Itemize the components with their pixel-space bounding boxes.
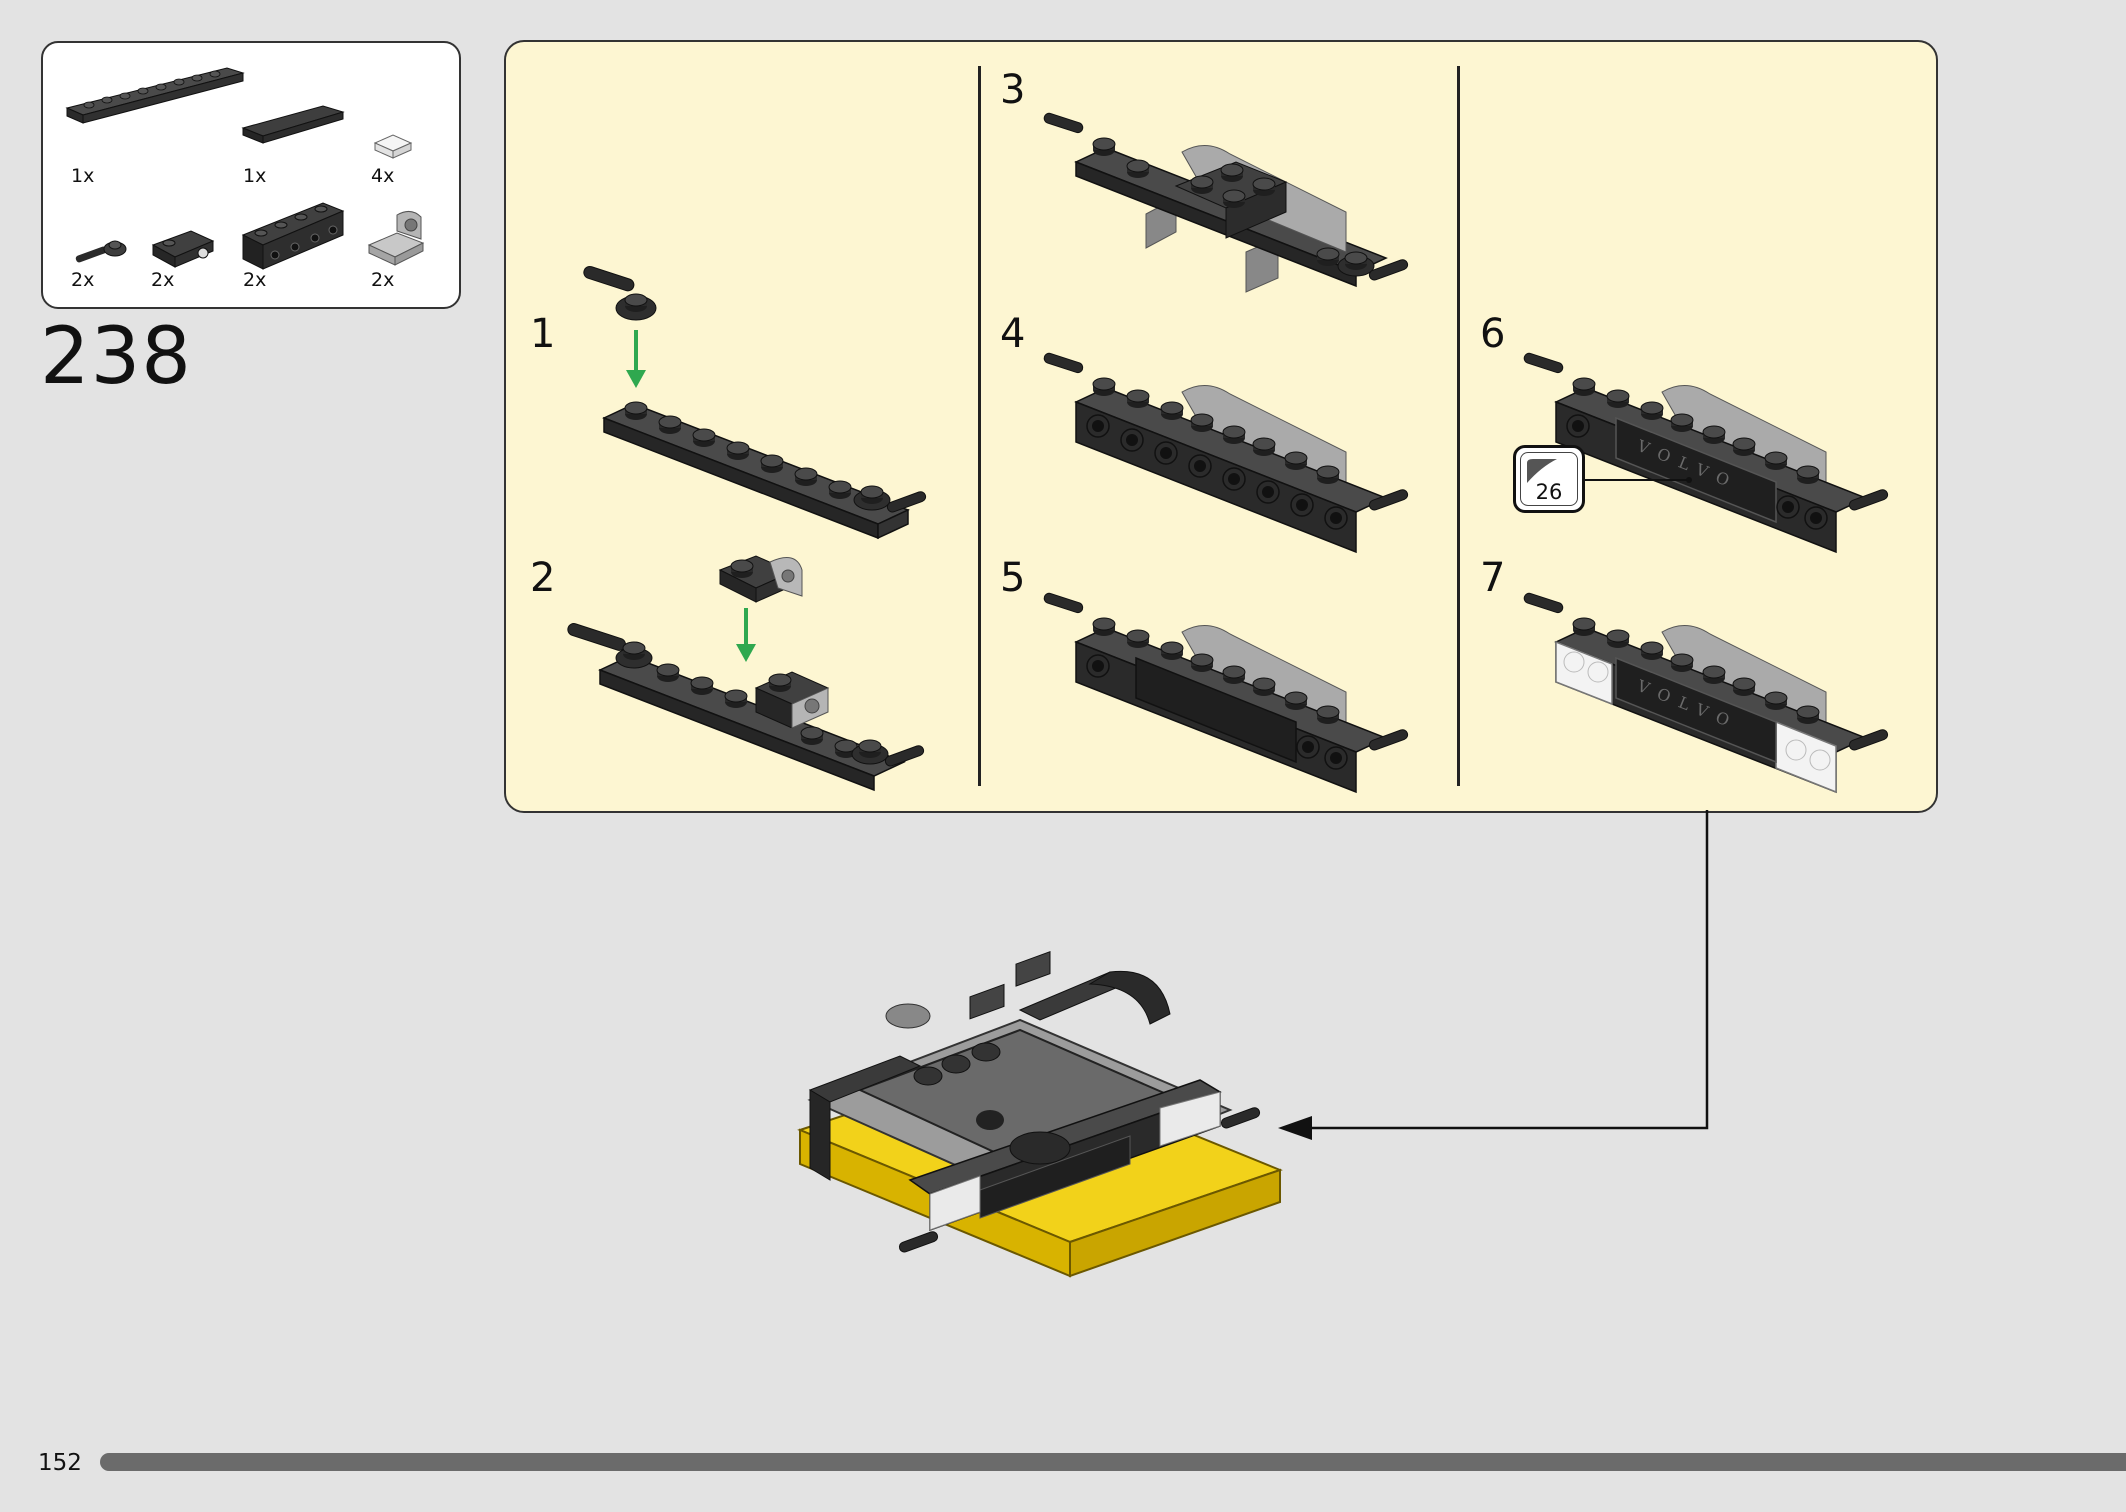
substep-number: 3	[1000, 67, 1026, 113]
part-qty: 1x	[71, 165, 95, 187]
technic-plate-1x8-icon	[65, 67, 245, 124]
sticker-callout: 26	[1513, 445, 1585, 513]
tile-1x1-transparent-icon	[373, 134, 413, 159]
bar-with-stud-icon	[75, 240, 127, 263]
substep-number: 5	[1000, 555, 1026, 601]
substep-2-illustration	[567, 555, 925, 792]
part-qty: 4x	[371, 165, 395, 187]
tile-1x4-icon	[241, 105, 345, 144]
substep-1-illustration	[583, 265, 927, 540]
technic-brick-1x4-icon	[241, 202, 345, 270]
page-number: 152	[38, 1450, 82, 1476]
sticker-icon	[1520, 452, 1578, 506]
bracket-light-gray-icon	[367, 211, 425, 266]
part-qty: 2x	[71, 269, 95, 291]
plate-with-pin-hole-icon	[151, 230, 215, 268]
substep-number: 7	[1480, 555, 1506, 601]
parts-list-callout: 1x 1x 4x 2x 2x 2x	[41, 41, 461, 309]
step-number: 238	[40, 312, 192, 402]
part-qty: 2x	[243, 269, 267, 291]
substep-4-illustration	[1043, 352, 1409, 554]
assembly-illustration	[797, 951, 1283, 1278]
substep-panel: 1 2	[504, 40, 1938, 813]
substep-number: 4	[1000, 311, 1026, 357]
sticker-leader-line	[1585, 477, 1692, 483]
part-qty: 1x	[243, 165, 267, 187]
substep-number: 6	[1480, 311, 1506, 357]
part-qty: 2x	[151, 269, 175, 291]
progress-bar	[100, 1453, 2126, 1471]
substep-6-illustration: VOLVO	[1523, 352, 1889, 554]
column-divider	[1457, 66, 1460, 786]
substep-number: 1	[530, 311, 556, 357]
substep-3-illustration	[1043, 112, 1409, 293]
column-divider	[978, 66, 981, 786]
part-qty: 2x	[371, 269, 395, 291]
connector-arrow	[1278, 810, 1709, 1140]
sticker-number: 26	[1535, 480, 1563, 504]
sticker-corner-icon	[1527, 459, 1557, 483]
substep-7-illustration: VOLVO	[1523, 592, 1889, 794]
substep-5-illustration	[1043, 592, 1409, 794]
substep-number: 2	[530, 555, 556, 601]
